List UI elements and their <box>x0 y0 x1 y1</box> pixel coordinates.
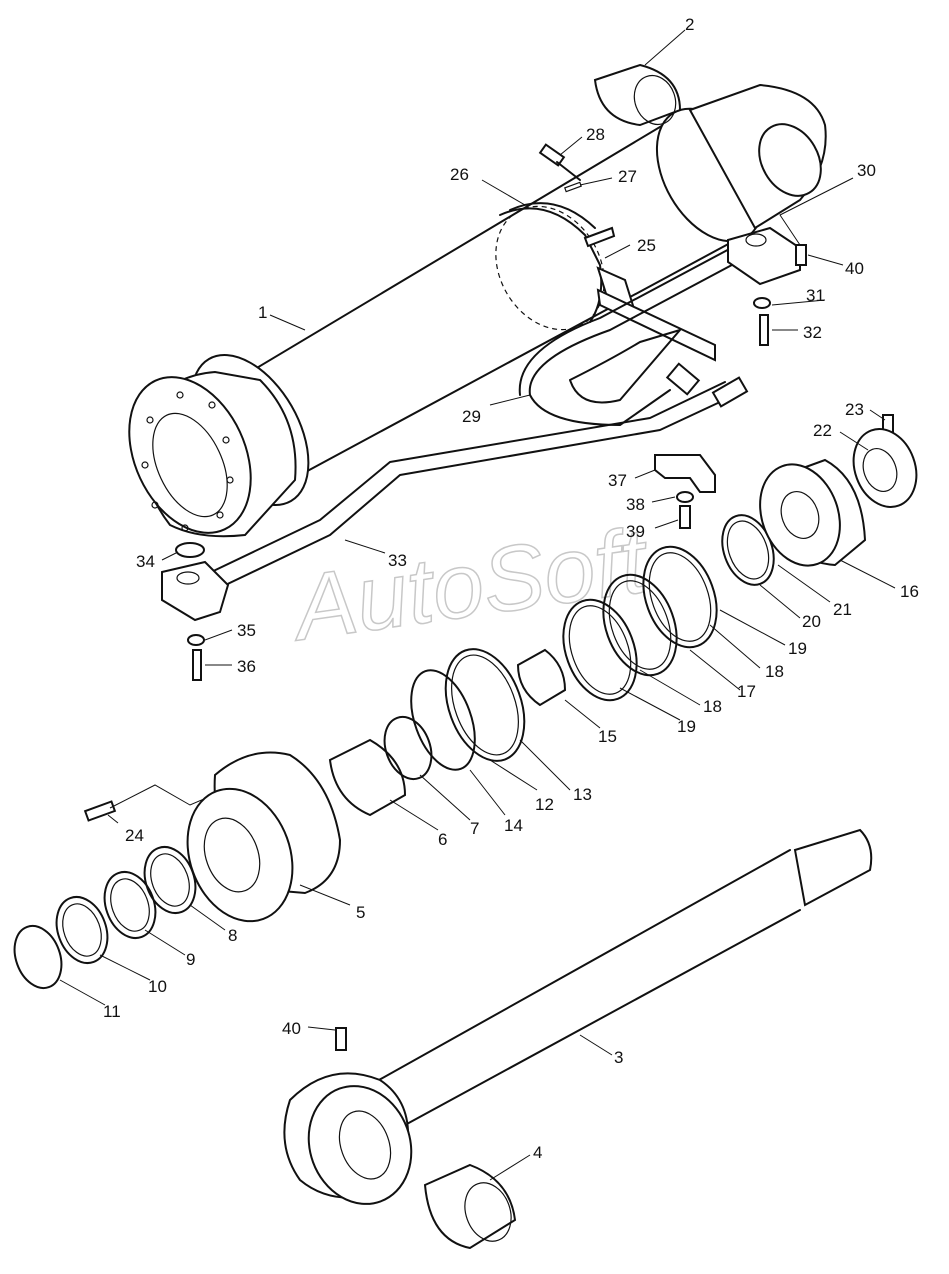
callout-14: 14 <box>504 816 523 835</box>
callout-13: 13 <box>573 785 592 804</box>
fasteners <box>83 244 894 1051</box>
hydraulic-pipes <box>204 237 761 591</box>
piston-rod <box>283 63 873 1250</box>
watermark: AutoSoft <box>284 509 656 660</box>
callout-33: 33 <box>388 551 407 570</box>
callout-17: 17 <box>737 682 756 701</box>
callout-labels: 1 2 3 4 5 6 7 8 9 10 11 12 13 14 15 16 1… <box>103 15 919 1162</box>
cylinder-head <box>186 751 342 923</box>
callout-26: 26 <box>450 165 469 184</box>
callout-16: 16 <box>900 582 919 601</box>
grease-nipple-icon <box>795 244 807 266</box>
callout-1: 1 <box>258 303 267 322</box>
seal-set <box>13 514 775 989</box>
callout-15: 15 <box>598 727 617 746</box>
callout-3: 3 <box>614 1048 623 1067</box>
callout-23: 23 <box>845 400 864 419</box>
callout-5: 5 <box>356 903 365 922</box>
callout-7: 7 <box>470 819 479 838</box>
callout-30: 30 <box>857 161 876 180</box>
callout-36: 36 <box>237 657 256 676</box>
callout-29: 29 <box>462 407 481 426</box>
grease-nipple-icon <box>335 1027 347 1051</box>
piston <box>759 428 918 567</box>
callout-34: 34 <box>136 552 155 571</box>
callout-21: 21 <box>833 600 852 619</box>
callout-28: 28 <box>586 125 605 144</box>
callout-37: 37 <box>608 471 627 490</box>
callout-35: 35 <box>237 621 256 640</box>
callout-19b: 19 <box>788 639 807 658</box>
callout-10: 10 <box>148 977 167 996</box>
callout-11: 11 <box>103 1002 121 1021</box>
callout-31: 31 <box>806 286 825 305</box>
callout-19a: 19 <box>677 717 696 736</box>
callout-24: 24 <box>125 826 144 845</box>
mounting-blocks <box>161 226 801 622</box>
clamp-band <box>495 143 716 362</box>
callout-32: 32 <box>803 323 822 342</box>
callout-38: 38 <box>626 495 645 514</box>
callout-12: 12 <box>535 795 554 814</box>
leader-lines <box>59 29 896 1181</box>
callout-2: 2 <box>685 15 694 34</box>
cylinder-barrel <box>128 83 827 538</box>
callout-18b: 18 <box>765 662 784 681</box>
callout-9: 9 <box>186 950 195 969</box>
callout-40a: 40 <box>845 259 864 278</box>
callout-4: 4 <box>533 1143 542 1162</box>
callout-39: 39 <box>626 522 645 541</box>
callout-20: 20 <box>802 612 821 631</box>
callout-27: 27 <box>618 167 637 186</box>
callout-22: 22 <box>813 421 832 440</box>
callout-40b: 40 <box>282 1019 301 1038</box>
callout-6: 6 <box>438 830 447 849</box>
callout-25: 25 <box>637 236 656 255</box>
callout-8: 8 <box>228 926 237 945</box>
callout-18a: 18 <box>703 697 722 716</box>
bolt-head-icon <box>538 143 566 167</box>
